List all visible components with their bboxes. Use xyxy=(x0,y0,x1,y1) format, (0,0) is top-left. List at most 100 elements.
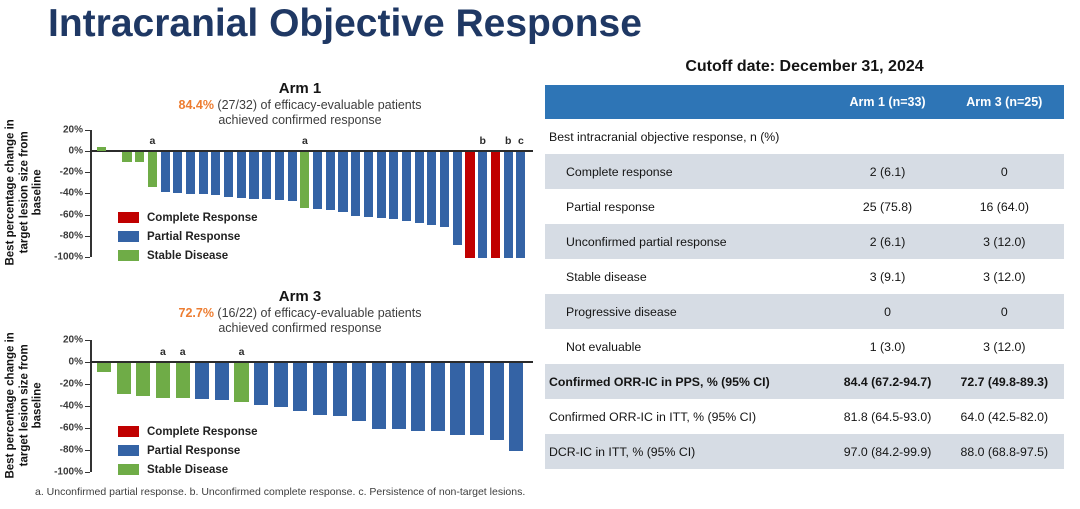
value-arm3: 0 xyxy=(1000,304,1008,319)
bar-pr xyxy=(401,152,412,221)
bar-sd xyxy=(147,152,157,187)
y-tick-label: -60% xyxy=(59,422,83,434)
bar-pr xyxy=(450,363,465,435)
y-tick-mark xyxy=(85,129,90,131)
row-label: Stable disease xyxy=(566,269,647,284)
value-arm1: 3 (9.1) xyxy=(869,269,906,284)
row-label: Partial response xyxy=(566,199,655,214)
bar-pr xyxy=(287,152,297,201)
bar-annotation-c: c xyxy=(517,135,524,147)
bar-pr xyxy=(509,363,524,451)
bar-pr xyxy=(195,363,210,400)
bar-annotation-a: a xyxy=(160,346,166,358)
y-tick-label: -60% xyxy=(59,209,83,221)
row-label: Progressive disease xyxy=(566,304,677,319)
footnote: a. Unconfirmed partial response. b. Unco… xyxy=(35,486,526,498)
y-tick-label: 0% xyxy=(68,145,83,157)
row-label: Confirmed ORR-IC in ITT, % (95% CI) xyxy=(549,409,757,424)
y-tick-label: -80% xyxy=(59,230,83,242)
y-tick-label: 0% xyxy=(68,356,83,368)
value-arm3: 3 (12.0) xyxy=(983,269,1026,284)
y-tick-mark xyxy=(85,193,90,195)
legend-item-sd: Stable Disease xyxy=(118,460,258,479)
table-row: Confirmed ORR-IC in PPS, % (95% CI)84.4 … xyxy=(545,364,1064,399)
bar-pr xyxy=(198,152,208,195)
y-tick-mark xyxy=(85,472,90,473)
subtitle-text: (16/22) of efficacy-evaluable patients xyxy=(213,306,422,320)
x-axis-line xyxy=(90,150,533,152)
legend-item-cr: Complete Response xyxy=(118,422,258,441)
value-arm3: 3 (12.0) xyxy=(983,339,1026,354)
y-tick-label: -100% xyxy=(54,466,83,478)
legend-label: Complete Response xyxy=(147,211,258,224)
value-arm3: 0 xyxy=(1000,164,1008,179)
value-arm1 xyxy=(830,119,944,154)
bar-pr xyxy=(414,152,424,224)
value-arm1: 0 xyxy=(884,304,891,319)
y-tick-mark xyxy=(85,428,90,429)
y-tick-mark xyxy=(85,362,90,363)
bar-pr xyxy=(363,152,373,217)
bar-pr xyxy=(351,152,361,216)
legend-swatch-sd xyxy=(118,464,139,475)
bar-pr xyxy=(470,363,485,435)
y-tick-label: -100% xyxy=(54,251,83,263)
legend-swatch-pr xyxy=(118,231,139,242)
results-table: Arm 1 (n=33) Arm 3 (n=25) Best intracran… xyxy=(545,85,1064,469)
bar-sd xyxy=(97,363,112,372)
value-arm1: 81.8 (64.5-93.0) xyxy=(843,409,932,424)
bar-sd xyxy=(155,363,171,399)
value-arm3: 64.0 (42.5-82.0) xyxy=(960,409,1049,424)
value-arm3: 16 (64.0) xyxy=(979,199,1029,214)
bar-sd xyxy=(122,152,132,162)
bar-pr xyxy=(293,363,308,412)
subtitle-text: (27/32) of efficacy-evaluable patients xyxy=(213,98,422,112)
value-arm3: 72.7 (49.8-89.3) xyxy=(960,374,1049,389)
page-title: Intracranial Objective Response xyxy=(48,2,642,45)
bar-pr xyxy=(214,363,229,401)
bar-sd xyxy=(135,152,145,162)
bar-pr xyxy=(224,152,234,197)
bar-pr xyxy=(254,363,269,405)
row-label: Unconfirmed partial response xyxy=(566,234,727,249)
bar-pr xyxy=(440,152,450,228)
bar-pr xyxy=(478,152,488,258)
value-arm3 xyxy=(945,119,1064,154)
y-tick-mark xyxy=(85,151,90,152)
legend-label: Partial Response xyxy=(147,230,241,243)
y-axis-line xyxy=(90,130,92,257)
y-tick-label: 20% xyxy=(62,334,83,346)
y-axis-label-arm3: Best percentage change in target lesion … xyxy=(4,332,44,479)
bar-sd xyxy=(234,363,249,402)
bar-pr xyxy=(262,152,272,199)
bar-pr xyxy=(249,152,259,199)
legend-swatch-pr xyxy=(118,445,139,456)
bar-sd xyxy=(300,152,310,209)
bar-cr xyxy=(490,152,501,258)
y-tick-label: -40% xyxy=(59,400,83,412)
value-arm1: 2 (6.1) xyxy=(869,234,906,249)
legend-item-pr: Partial Response xyxy=(118,227,258,246)
bar-pr xyxy=(332,363,347,416)
bar-pr xyxy=(274,152,285,200)
value-arm3: 3 (12.0) xyxy=(983,234,1026,249)
bar-annotation-a: a xyxy=(149,135,156,147)
legend-swatch-cr xyxy=(118,426,139,437)
bar-pr xyxy=(371,363,387,429)
y-tick-mark xyxy=(85,406,90,407)
row-label: DCR-IC in ITT, % (95% CI) xyxy=(549,444,696,459)
bar-pr xyxy=(338,152,348,213)
legend-swatch-cr xyxy=(118,212,139,223)
y-tick-mark xyxy=(85,450,90,451)
legend-item-sd: Stable Disease xyxy=(118,246,258,265)
bar-pr xyxy=(503,152,513,258)
cutoff-date: Cutoff date: December 31, 2024 xyxy=(685,58,924,75)
table-row: Stable disease 3 (9.1) 3 (12.0) xyxy=(545,259,1064,294)
y-tick-label: -20% xyxy=(59,378,83,390)
bar-pr xyxy=(489,363,504,440)
